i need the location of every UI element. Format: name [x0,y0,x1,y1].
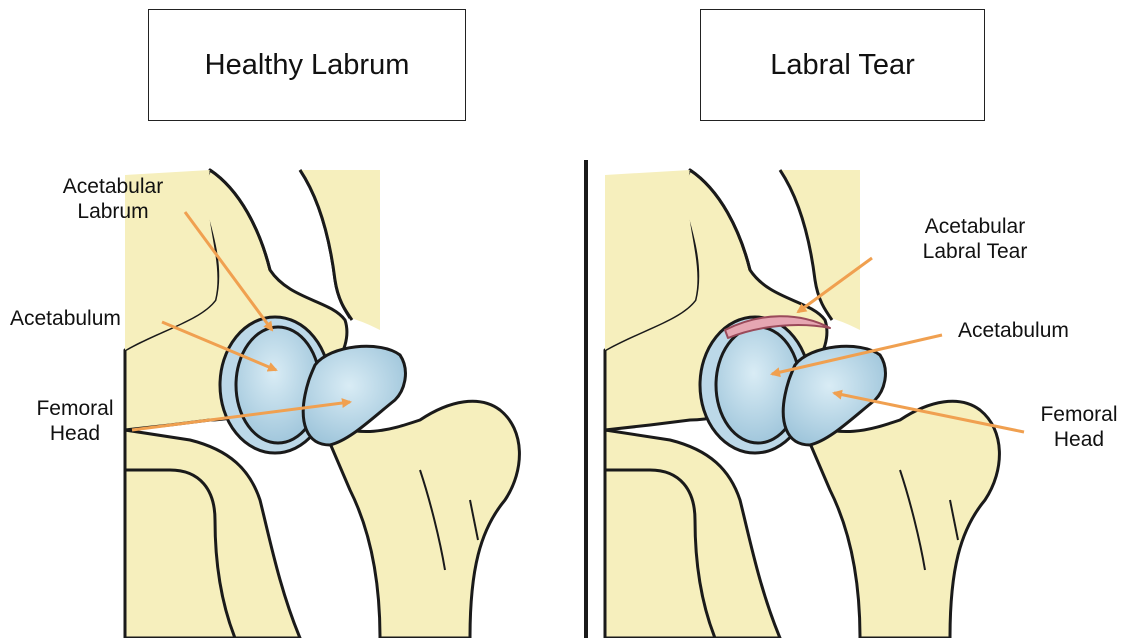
label-femoral-head: Femoral Head [20,396,130,446]
healthy-labrum-title: Healthy Labrum [148,9,466,121]
label-acetabular-labral-tear: Acetabular Labral Tear [900,214,1050,264]
label-acetabular-labrum: Acetabular Labrum [48,174,178,224]
label-acetabulum: Acetabulum [10,306,121,331]
healthy-hip-drawing [125,170,519,638]
labral-tear-title: Labral Tear [700,9,985,121]
label-femoral-head-right: Femoral Head [1024,402,1134,452]
label-acetabulum-right: Acetabulum [958,318,1069,343]
ischium-bone [125,430,300,638]
